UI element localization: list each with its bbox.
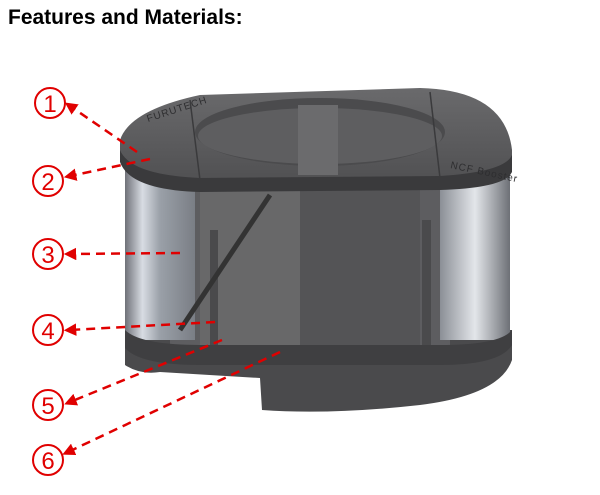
- callout-2-circle: [32, 165, 64, 197]
- callout-4-circle: [32, 314, 64, 346]
- callout-6-label: 6: [41, 448, 54, 475]
- callout-2-label: 2: [41, 169, 54, 196]
- callout-5-circle: [32, 389, 64, 421]
- callout-3-label: 3: [41, 242, 54, 269]
- callout-6-circle: [32, 444, 64, 476]
- callout-1-circle: [34, 87, 66, 119]
- callout-2-arrow: [63, 157, 151, 181]
- callout-5-label: 5: [41, 393, 54, 420]
- callout-5-arrow: [64, 338, 223, 406]
- callout-3-circle: [32, 238, 64, 270]
- callout-6-arrow: [62, 350, 281, 455]
- right-cylinder: [440, 160, 510, 340]
- callout-4-label: 4: [41, 318, 54, 345]
- product-render: FURUTECH NCF Booster: [120, 88, 519, 412]
- callout-4-arrow: [63, 320, 216, 336]
- callout-1-label: 1: [43, 91, 56, 118]
- callout-1-arrow: [64, 102, 138, 154]
- page-title: Features and Materials:: [8, 6, 243, 29]
- callout-3-arrow: [63, 247, 181, 261]
